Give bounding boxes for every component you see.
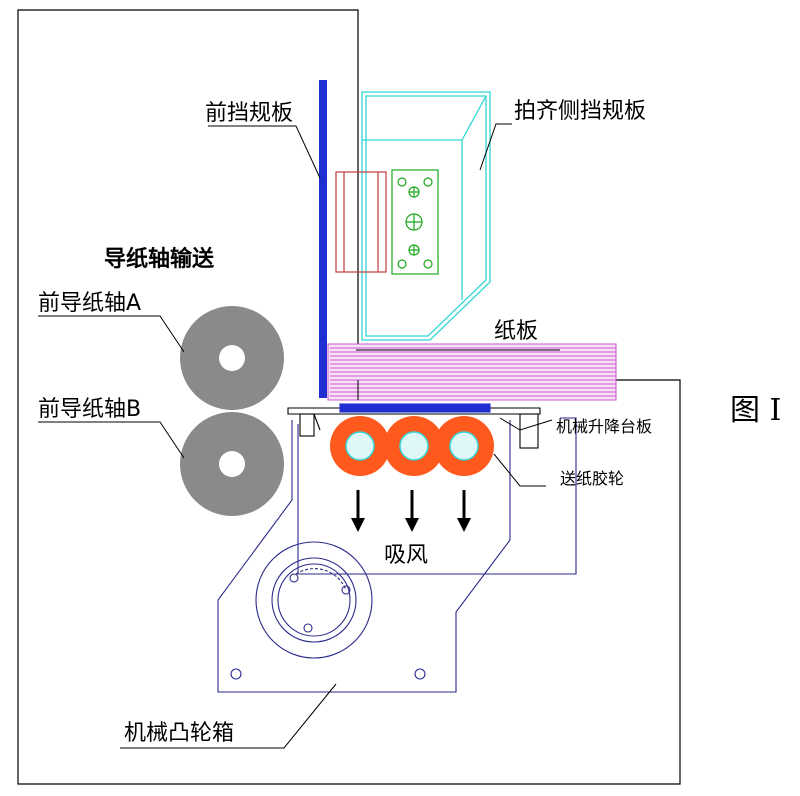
roller-b-hole: [219, 451, 245, 477]
conveyor-title: 导纸轴输送: [104, 246, 214, 272]
machine-frame-outline: [17, 9, 681, 785]
guide-rollers: [180, 306, 284, 516]
figure-label: 图 I: [730, 393, 781, 428]
feed-wheel-1-hub: [345, 431, 375, 461]
roller-a-hole: [219, 345, 245, 371]
side-baffle-label: 拍齐侧挡规板: [514, 99, 646, 124]
front-baffle-label: 前挡规板: [205, 101, 293, 126]
feed-wheel-label: 送纸胶轮: [560, 469, 624, 488]
front-baffle: [319, 80, 327, 398]
roller-b-label: 前导纸轴B: [38, 397, 141, 422]
cam-box-label: 机械凸轮箱: [124, 721, 234, 746]
feed-wheel-2-hub: [399, 431, 429, 461]
roller-a-label: 前导纸轴A: [38, 291, 141, 316]
side-baffle: [361, 91, 491, 341]
board-label: 纸板: [494, 319, 538, 344]
baffle-bracket: [335, 171, 387, 273]
suction-arrows: [351, 490, 471, 532]
feed-wheel-3-hub: [449, 431, 479, 461]
lift-plate-label: 机械升降台板: [556, 417, 652, 436]
paper-board-stack: [327, 343, 617, 401]
mounting-plate: [391, 169, 439, 275]
suction-label: 吸风: [384, 543, 428, 568]
lift-table-plate: [287, 403, 541, 449]
feed-wheels: [330, 416, 494, 476]
cam-box: [217, 417, 577, 693]
board-outline: [356, 349, 560, 400]
leader-lines: [38, 123, 553, 749]
